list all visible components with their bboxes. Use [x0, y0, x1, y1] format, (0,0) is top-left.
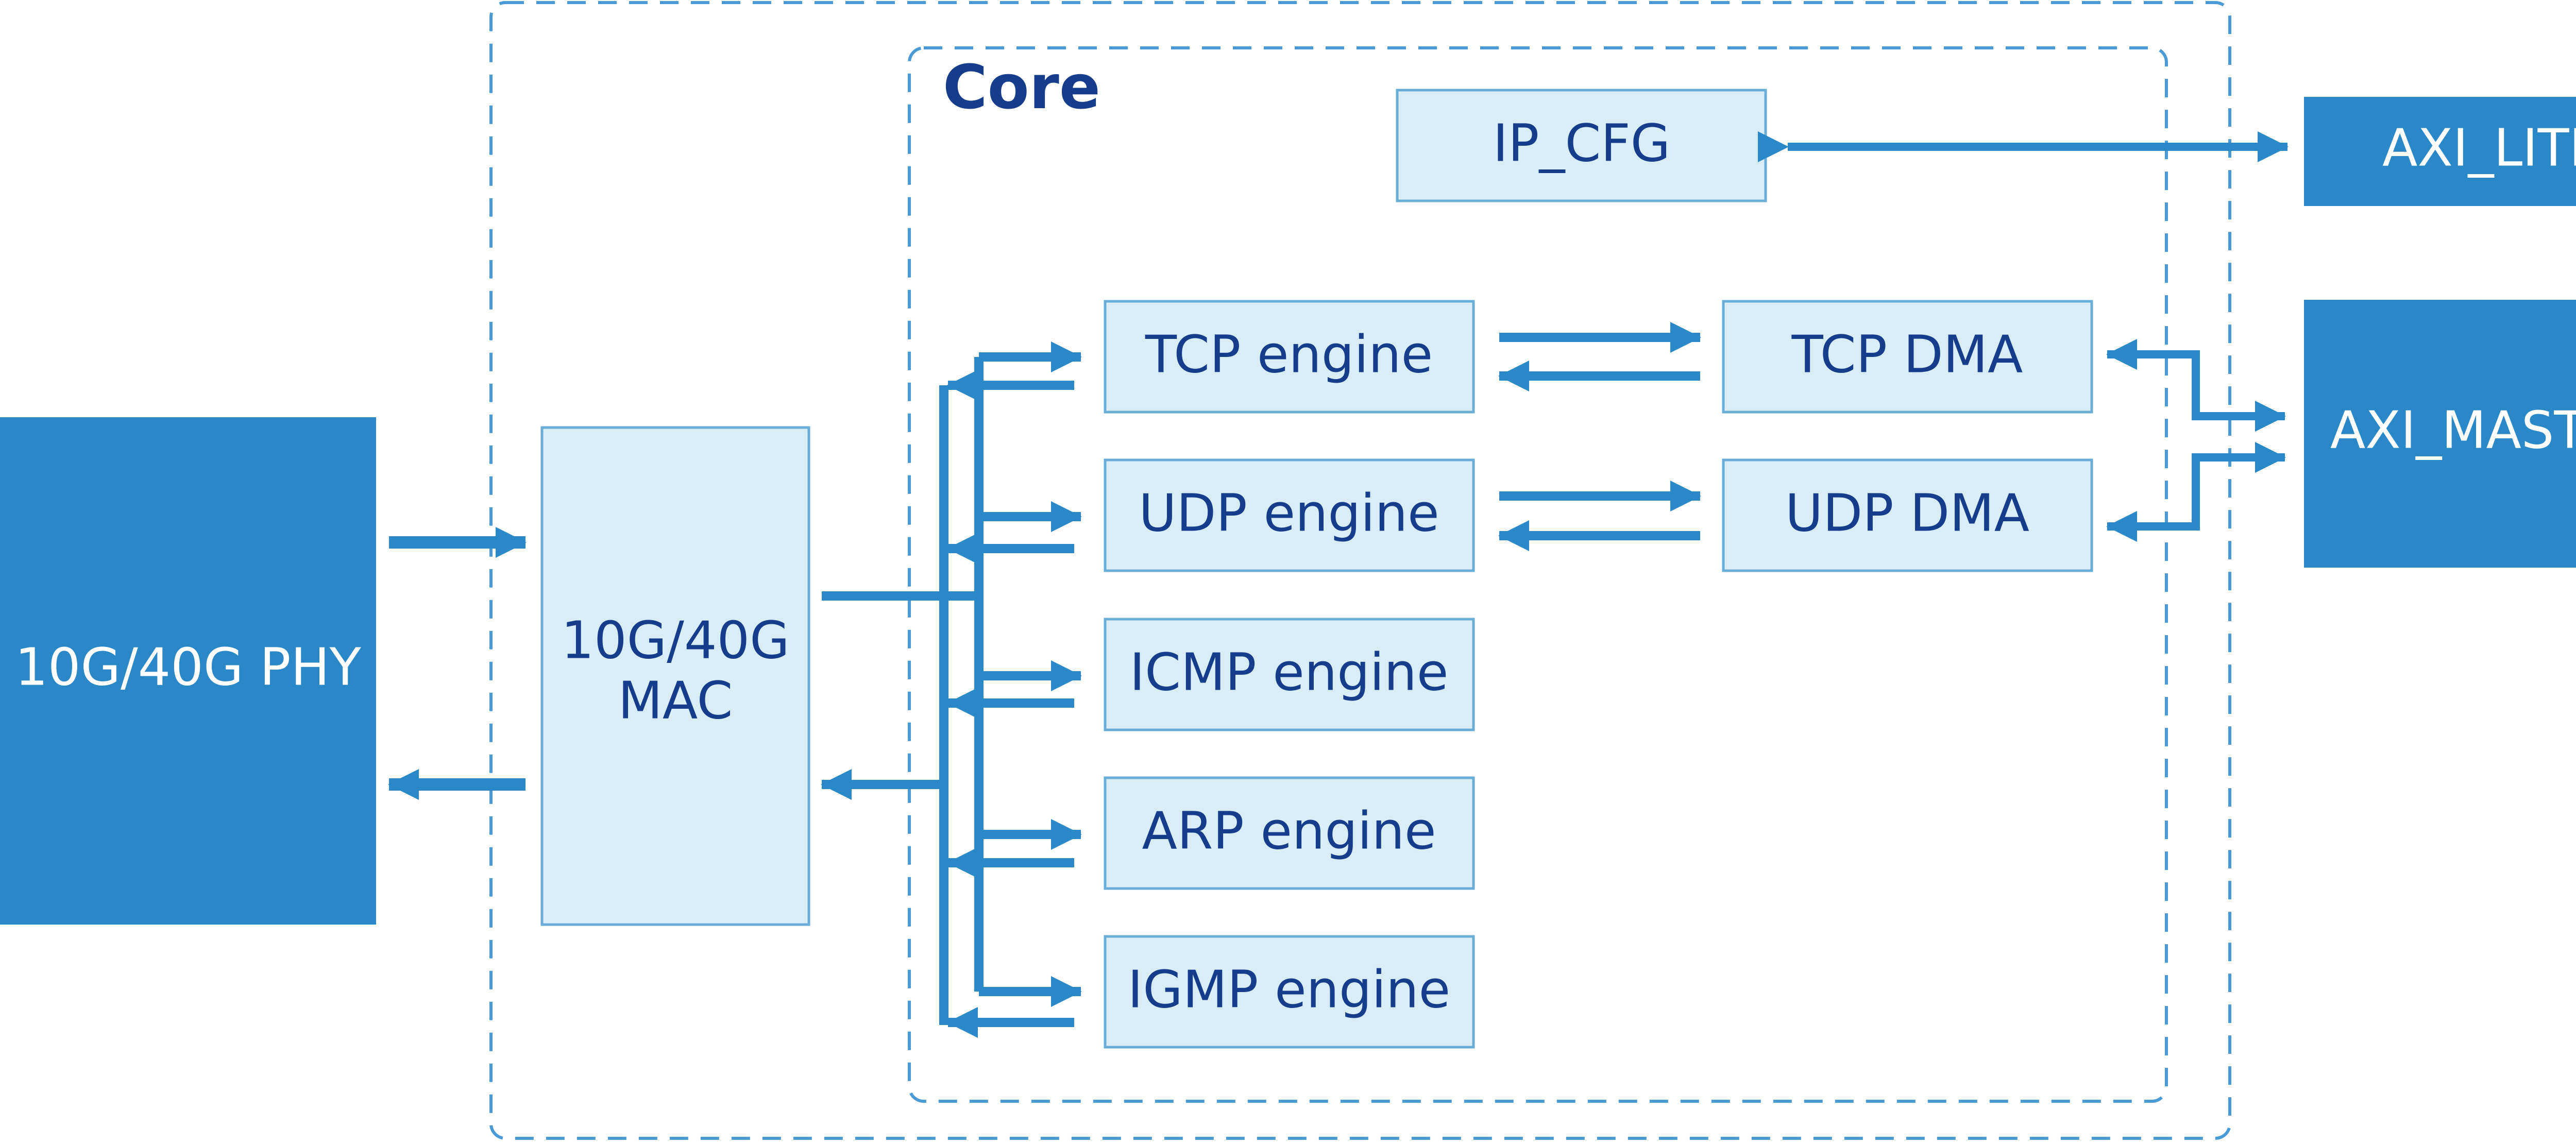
- mac-label-line2: MAC: [618, 670, 733, 730]
- igmp-engine-label: IGMP engine: [1128, 959, 1450, 1019]
- phy-block: 10G/40G PHY: [0, 417, 376, 925]
- axi-lite-label: AXI_LITE: [2382, 117, 2576, 178]
- udp-dma-label: UDP DMA: [1785, 483, 2029, 543]
- tcp-engine-label: TCP engine: [1145, 324, 1433, 384]
- icmp-engine-block: ICMP engine: [1104, 618, 1475, 731]
- dma-axi-connectors: [2174, 350, 2215, 531]
- axi-master-label: AXI_MASTER: [2330, 400, 2576, 460]
- udp-engine-label: UDP engine: [1139, 483, 1439, 543]
- icmp-engine-label: ICMP engine: [1130, 642, 1449, 702]
- igmp-engine-block: IGMP engine: [1104, 935, 1475, 1049]
- phy-label: 10G/40G PHY: [15, 637, 361, 697]
- arp-engine-block: ARP engine: [1104, 776, 1475, 890]
- tcp-dma-block: TCP DMA: [1722, 300, 2093, 414]
- tcp-engine-block: TCP engine: [1104, 300, 1475, 414]
- outer-boundary: [489, 1, 2231, 1140]
- arp-engine-label: ARP engine: [1142, 800, 1436, 861]
- udp-dma-block: UDP DMA: [1722, 458, 2093, 572]
- core-boundary: [908, 46, 2168, 1103]
- ip-cfg-label: IP_CFG: [1493, 113, 1671, 173]
- ip-cfg-block: IP_CFG: [1396, 89, 1767, 202]
- tcp-dma-label: TCP DMA: [1791, 324, 2023, 384]
- core-title: Core: [943, 52, 1100, 123]
- mac-tx-bus: [822, 357, 984, 992]
- mac-block: 10G/40G MAC: [540, 426, 810, 926]
- udp-engine-block: UDP engine: [1104, 458, 1475, 572]
- mac-label-line1: 10G/40G: [561, 610, 789, 670]
- axi-lite-block: AXI_LITE: [2304, 97, 2576, 206]
- axi-master-block: AXI_MASTER: [2304, 300, 2576, 568]
